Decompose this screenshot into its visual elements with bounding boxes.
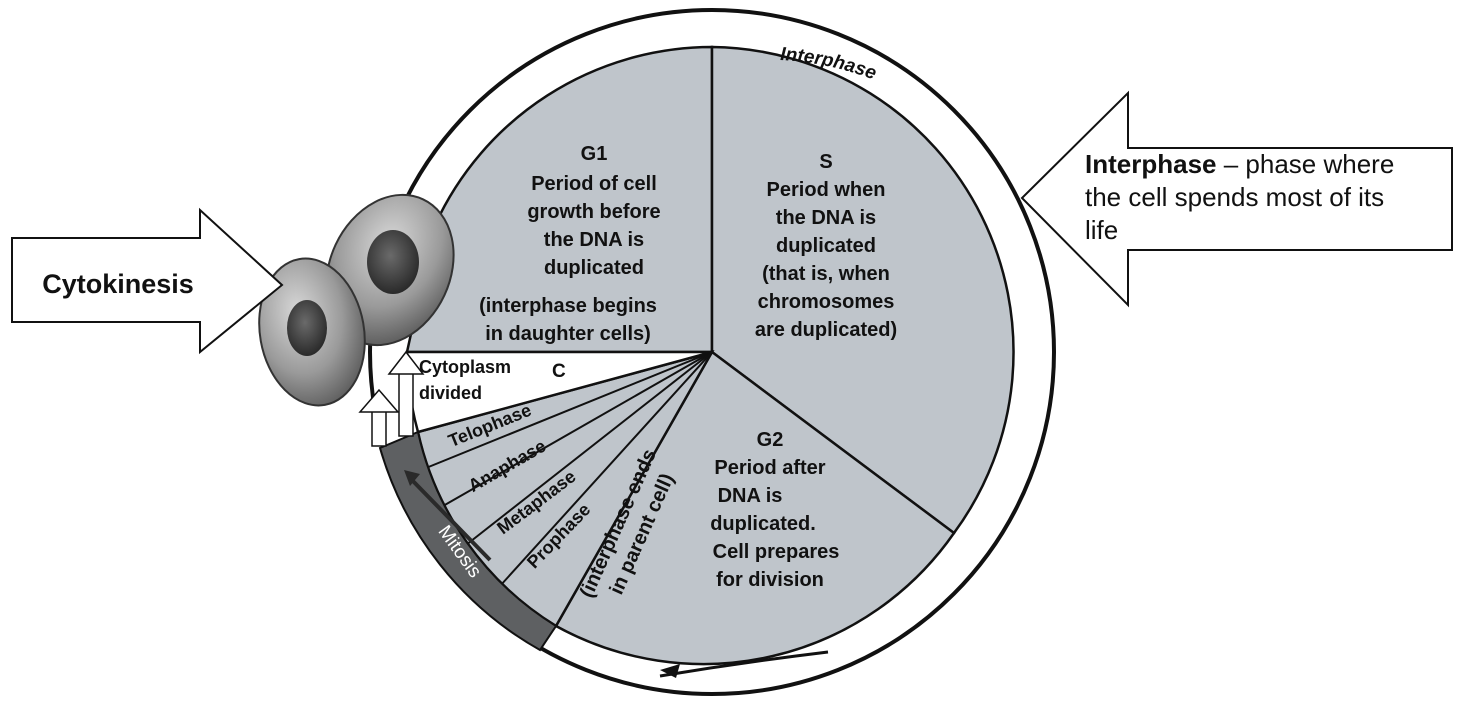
g2-line: duplicated.	[710, 513, 816, 535]
g1-line: growth before	[527, 201, 660, 223]
cytoplasm-line: divided	[419, 383, 482, 403]
s-line: (that is, when	[762, 263, 890, 285]
g2-line: DNA is	[718, 485, 783, 507]
g1-line: the DNA is	[544, 229, 644, 251]
g1-note-line: (interphase begins	[479, 295, 657, 317]
s-title: S	[819, 151, 832, 173]
s-line: the DNA is	[776, 207, 876, 229]
g1-title: G1	[581, 143, 608, 165]
g1-line: Period of cell	[531, 173, 657, 195]
cytokinesis-up-arrow-left	[372, 410, 386, 446]
g2-line: Cell prepares	[713, 541, 840, 563]
s-line: chromosomes	[758, 291, 895, 313]
cytokinesis-up-arrow-right	[399, 372, 413, 436]
s-line: duplicated	[776, 235, 876, 257]
interphase-note-line1: Interphase – phase where	[1085, 149, 1394, 179]
cytokinesis-label: Cytokinesis	[42, 269, 194, 299]
interphase-note-line3: life	[1085, 215, 1118, 245]
interphase-note-line2: the cell spends most of its	[1085, 182, 1384, 212]
g2-line: for division	[716, 569, 824, 591]
g1-note-line: in daughter cells)	[485, 323, 651, 345]
s-line: are duplicated)	[755, 319, 897, 341]
g1-line: duplicated	[544, 257, 644, 279]
nucleus	[287, 300, 327, 356]
cytoplasm-line: Cytoplasm	[419, 357, 511, 377]
g2-line: Period after	[714, 457, 825, 479]
nucleus	[367, 230, 419, 294]
cytoplasm-letter: C	[552, 361, 566, 382]
s-text: S Period when the DNA is duplicated (tha…	[755, 151, 897, 341]
s-line: Period when	[767, 179, 886, 201]
g2-title: G2	[757, 429, 784, 451]
